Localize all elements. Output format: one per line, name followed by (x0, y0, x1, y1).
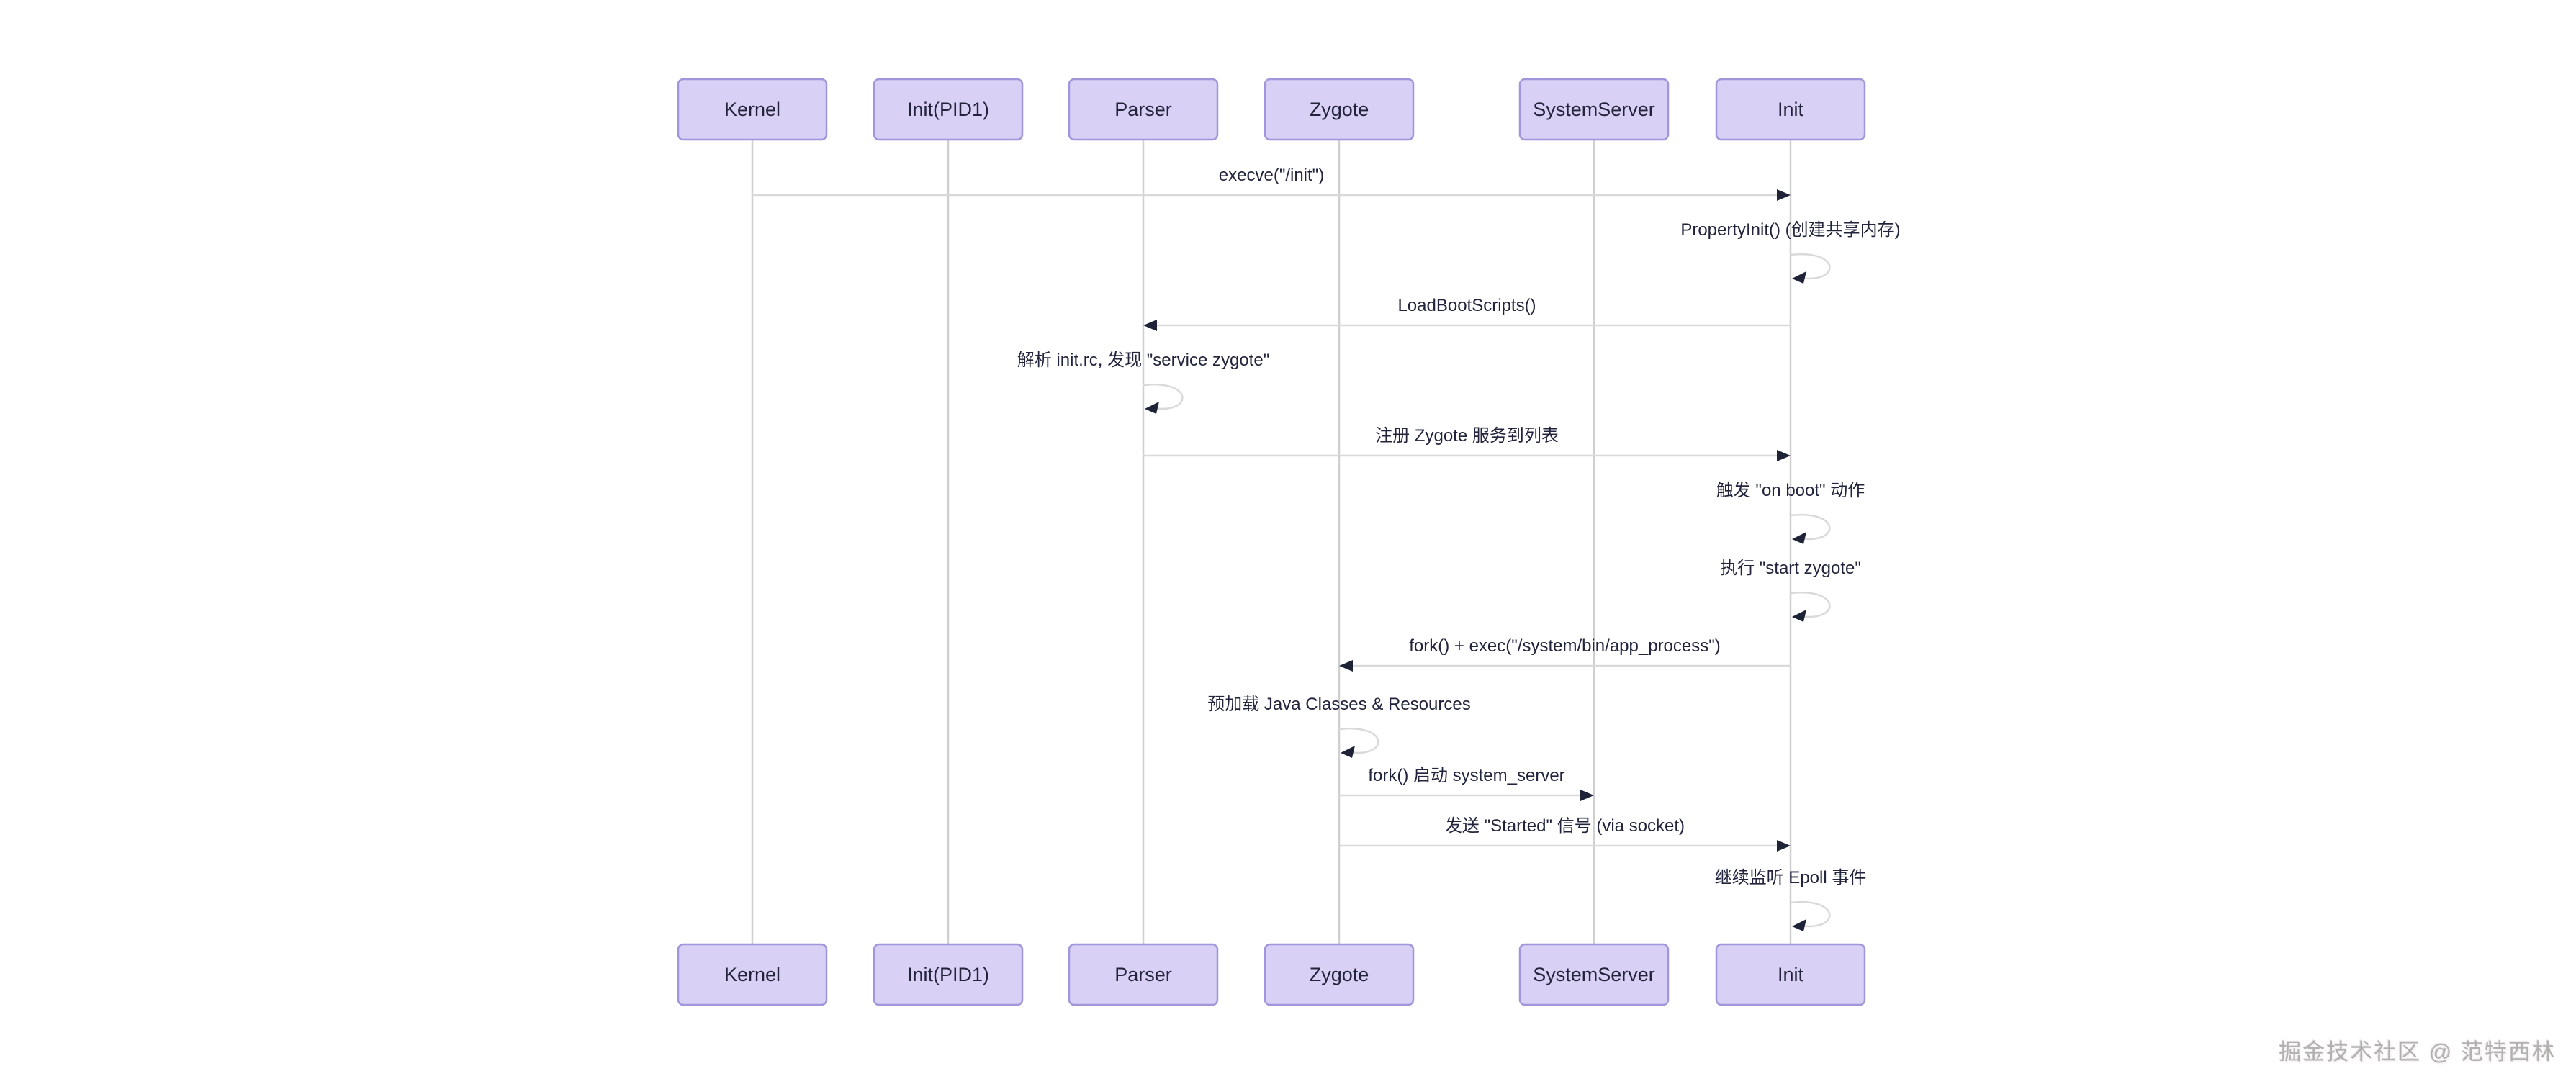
arrowhead-icon (1792, 610, 1806, 622)
participant-box-init_pid1-bottom: Init(PID1) (873, 943, 1024, 1006)
participant-label-init_pid1-bottom: Init(PID1) (907, 964, 989, 985)
arrowhead-icon (1792, 532, 1806, 544)
participant-label-init-top: Init (1778, 99, 1804, 120)
participant-label-kernel-top: Kernel (724, 99, 780, 120)
message-label: fork() 启动 system_server (1368, 766, 1564, 785)
arrowhead-icon (1777, 840, 1791, 852)
message-4: 解析 init.rc, 发现 "service zygote" (1017, 351, 1269, 414)
arrowhead-icon (1143, 320, 1157, 331)
self-loop-curve (1790, 591, 1831, 618)
watermark-text: 掘金技术社区 @ 范特西林 (2279, 1039, 2556, 1065)
arrowhead-icon (1792, 919, 1806, 931)
arrowhead-icon (1339, 660, 1353, 672)
participant-rect-parser-bottom (1068, 943, 1219, 1006)
participant-rect-init-bottom (1715, 943, 1866, 1006)
participant-label-systemserver-bottom: SystemServer (1533, 964, 1655, 985)
self-loop-curve (1790, 900, 1831, 928)
participant-rect-kernel-top (677, 78, 828, 141)
participant-box-init_pid1-top: Init(PID1) (873, 78, 1024, 141)
participant-label-kernel-bottom: Kernel (724, 964, 780, 985)
arrowhead-icon (1777, 189, 1791, 201)
participant-rect-systemserver-bottom (1518, 943, 1670, 1006)
message-7: 执行 "start zygote" (1720, 559, 1861, 622)
self-message-label: PropertyInit() (创建共享内存) (1680, 220, 1900, 240)
participant-rect-init-top (1715, 78, 1866, 141)
arrowhead-icon (1777, 450, 1791, 461)
participant-box-parser-bottom: Parser (1068, 943, 1219, 1006)
self-message-label: 继续监听 Epoll 事件 (1715, 868, 1867, 887)
message-1: execve("/init") (752, 166, 1791, 201)
message-label: 注册 Zygote 服务到列表 (1375, 426, 1559, 446)
message-label: LoadBootScripts() (1397, 296, 1536, 315)
self-message-label: 预加载 Java Classes & Resources (1207, 695, 1470, 714)
participant-label-init_pid1-top: Init(PID1) (907, 99, 989, 120)
message-3: LoadBootScripts() (1143, 296, 1791, 331)
participant-label-parser-bottom: Parser (1114, 964, 1172, 985)
message-5: 注册 Zygote 服务到列表 (1143, 426, 1791, 461)
arrowhead-icon (1792, 271, 1806, 284)
participant-rect-systemserver-top (1518, 78, 1670, 141)
message-label: 发送 "Started" 信号 (via socket) (1445, 816, 1685, 836)
message-12: 继续监听 Epoll 事件 (1715, 868, 1867, 931)
self-loop-curve (1338, 727, 1379, 754)
participant-label-zygote-top: Zygote (1310, 99, 1369, 120)
participant-box-zygote-bottom: Zygote (1264, 943, 1415, 1006)
self-message-label: 解析 init.rc, 发现 "service zygote" (1017, 351, 1269, 370)
arrowhead-icon (1580, 790, 1594, 801)
arrowhead-icon (1341, 746, 1355, 758)
self-loop-curve (1143, 383, 1184, 410)
participant-box-init-bottom: Init (1715, 943, 1866, 1006)
participant-label-parser-top: Parser (1114, 99, 1172, 120)
self-loop-curve (1790, 253, 1831, 280)
message-2: PropertyInit() (创建共享内存) (1680, 220, 1901, 284)
message-8: fork() + exec("/system/bin/app_process") (1339, 636, 1791, 672)
message-6: 触发 "on boot" 动作 (1716, 481, 1865, 544)
message-9: 预加载 Java Classes & Resources (1207, 695, 1471, 758)
participant-rect-init_pid1-top (873, 78, 1024, 141)
participant-box-systemserver-top: SystemServer (1518, 78, 1670, 141)
participant-box-zygote-top: Zygote (1264, 78, 1415, 141)
participant-rect-init_pid1-bottom (873, 943, 1024, 1006)
message-label: fork() + exec("/system/bin/app_process") (1409, 636, 1721, 656)
participant-rect-zygote-bottom (1264, 943, 1415, 1006)
self-loop-curve (1790, 513, 1831, 541)
participant-box-kernel-bottom: Kernel (677, 943, 828, 1006)
arrowhead-icon (1145, 402, 1159, 414)
participant-label-init-bottom: Init (1778, 964, 1804, 985)
participant-box-parser-top: Parser (1068, 78, 1219, 141)
self-message-label: 触发 "on boot" 动作 (1716, 481, 1865, 500)
participant-rect-parser-top (1068, 78, 1219, 141)
participant-label-systemserver-top: SystemServer (1533, 99, 1655, 120)
message-10: fork() 启动 system_server (1339, 766, 1594, 801)
participant-label-zygote-bottom: Zygote (1310, 964, 1369, 985)
participant-box-kernel-top: Kernel (677, 78, 828, 141)
participant-rect-kernel-bottom (677, 943, 828, 1006)
participant-box-init-top: Init (1715, 78, 1866, 141)
self-message-label: 执行 "start zygote" (1720, 559, 1861, 578)
participant-box-systemserver-bottom: SystemServer (1518, 943, 1670, 1006)
participant-rect-zygote-top (1264, 78, 1415, 141)
message-label: execve("/init") (1219, 166, 1324, 185)
message-11: 发送 "Started" 信号 (via socket) (1339, 816, 1791, 852)
